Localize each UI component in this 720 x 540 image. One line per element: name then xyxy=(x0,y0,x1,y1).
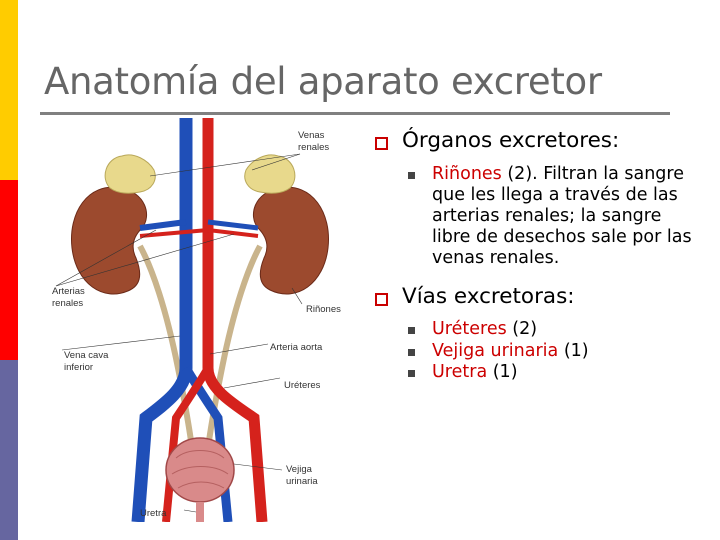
label-arteria-aorta: Arteria aorta xyxy=(270,342,323,353)
label-venas-renales: Venas xyxy=(298,130,325,141)
bullet-text: Vías excretoras: xyxy=(402,283,575,309)
vena-cava-branch xyxy=(182,365,233,522)
term-vejiga: Vejiga urinaria xyxy=(432,340,559,361)
bullet-text: Órganos excretores: xyxy=(402,128,620,153)
sub-bullet-marker xyxy=(408,327,415,335)
label-ureteres: Uréteres xyxy=(284,380,321,391)
label-arterias-renales-2: renales xyxy=(52,298,83,309)
sub-bullet-vejiga: Vejiga urinaria (1) xyxy=(402,341,702,362)
label-vena-cava: Vena cava xyxy=(64,350,109,361)
sub-bullet-marker xyxy=(408,369,415,377)
desc-ureteres: (2) xyxy=(506,319,538,340)
right-kidney xyxy=(252,186,330,295)
slide-title: Anatomía del aparato excretor xyxy=(44,60,602,103)
urethra xyxy=(196,502,204,522)
right-adrenal-gland xyxy=(244,154,296,194)
term-rinones: Riñones xyxy=(432,163,502,184)
label-vejiga-2: urinaria xyxy=(286,476,318,487)
accent-bar-red xyxy=(0,180,18,360)
renal-vein-left xyxy=(139,219,187,231)
bullet-list: Órganos excretores: Riñones (2). Filtran… xyxy=(372,128,702,383)
desc-uretra: (1) xyxy=(487,361,518,382)
renal-artery-left xyxy=(139,228,209,238)
excretory-system-illustration: Venas renales Arterias renales Riñones V… xyxy=(52,118,341,522)
right-ureter xyxy=(205,244,263,449)
sub-bullet-marker xyxy=(408,171,415,179)
bladder xyxy=(165,437,235,503)
bullet-vias: Vías excretoras: xyxy=(372,284,702,310)
label-uretra: Uretra xyxy=(140,508,167,519)
renal-vein-right xyxy=(207,219,259,231)
accent-bar-slate xyxy=(0,360,18,540)
sub-bullet-marker xyxy=(408,348,415,356)
left-ureter xyxy=(137,244,195,449)
label-vejiga: Vejiga xyxy=(286,464,313,475)
desc-rinones: (2). Filtran la sangre que les llega a t… xyxy=(432,163,692,269)
sub-bullet-ureteres: Uréteres (2) xyxy=(402,319,702,340)
desc-vejiga: (1) xyxy=(558,340,589,361)
label-venas-renales-2: renales xyxy=(298,142,329,153)
accent-bar-yellow xyxy=(0,0,18,180)
term-ureteres: Uréteres xyxy=(432,319,507,340)
sub-bullet-uretra: Uretra (1) xyxy=(402,362,702,383)
label-rinones: Riñones xyxy=(306,304,341,315)
title-underline xyxy=(40,112,670,115)
aorta-branch xyxy=(162,365,212,522)
renal-artery-right xyxy=(207,228,259,238)
bullet-marker xyxy=(375,137,388,150)
bullet-organos: Órganos excretores: xyxy=(372,128,702,154)
label-vena-cava-2: inferior xyxy=(64,362,93,373)
label-arterias-renales: Arterias xyxy=(52,286,85,297)
term-uretra: Uretra xyxy=(432,361,488,382)
bullet-marker xyxy=(375,292,388,306)
sub-bullet-rinones: Riñones (2). Filtran la sangre que les l… xyxy=(402,164,702,270)
left-adrenal-gland xyxy=(104,154,156,194)
